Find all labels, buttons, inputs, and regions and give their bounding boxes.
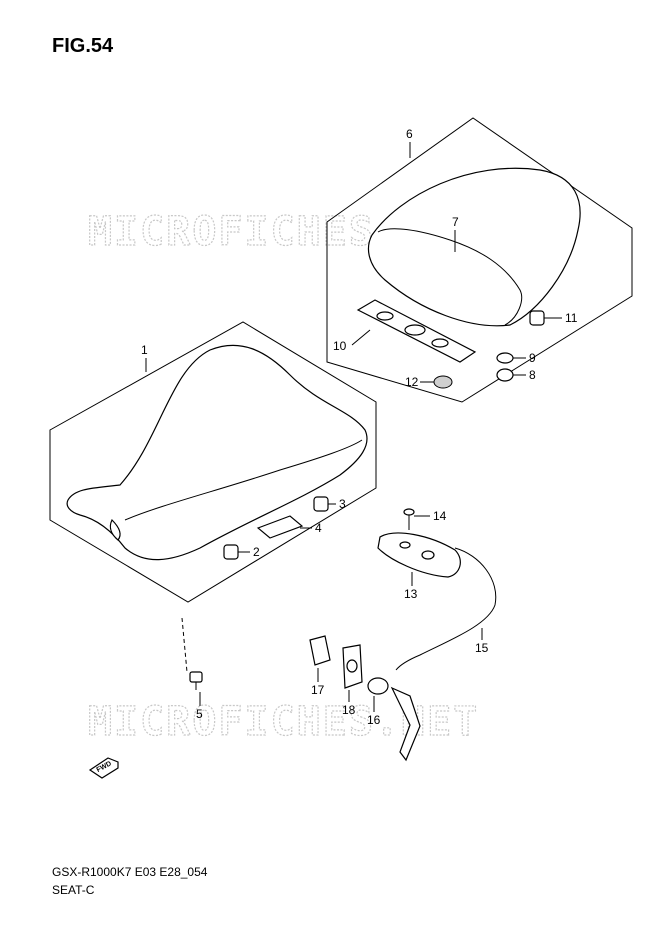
callout-16: 16 <box>367 713 381 727</box>
callout-17: 17 <box>311 683 325 697</box>
leader-10 <box>351 329 371 346</box>
callout-11: 11 <box>565 311 578 325</box>
part-15-cable <box>395 547 497 671</box>
bracket-hole-2 <box>404 324 426 336</box>
callout-12: 12 <box>405 375 419 389</box>
part-2-cushion <box>223 544 239 560</box>
callout-13: 13 <box>404 587 418 601</box>
rear-seat-seam <box>377 228 523 326</box>
callout-5: 5 <box>196 707 203 721</box>
callout-14: 14 <box>433 509 447 523</box>
leader-lines <box>145 142 562 712</box>
part-17-plate <box>309 635 331 666</box>
seat-lock-assembly <box>309 508 497 762</box>
part-16-lock <box>367 677 389 695</box>
callout-10: 10 <box>333 339 347 353</box>
part-12-nut <box>433 375 453 389</box>
watermark-bottom: MICROFICHES.NET <box>88 699 479 745</box>
part-14-screw <box>403 508 415 516</box>
callout-2: 2 <box>253 545 260 559</box>
callout-3: 3 <box>339 497 346 511</box>
bracket-hole-1 <box>376 311 394 321</box>
part-9-washer <box>496 352 514 364</box>
callout-4: 4 <box>315 521 322 535</box>
callout-7: 7 <box>452 215 459 229</box>
fwd-arrow: FWD <box>88 757 119 779</box>
front-seat-group <box>49 321 377 603</box>
callouts: 1 2 3 4 5 6 7 8 9 10 11 12 13 14 15 16 1… <box>141 127 578 727</box>
part-8-cushion <box>496 368 514 382</box>
rear-seat-cover <box>367 167 581 327</box>
part-3-cushion <box>313 496 329 512</box>
rear-seat-group <box>326 117 633 403</box>
footer-section: SEAT-C <box>52 883 95 897</box>
front-seat-hook <box>109 518 121 541</box>
callout-9: 9 <box>529 351 536 365</box>
rear-seat-group-outline <box>326 117 633 403</box>
footer-model: GSX-R1000K7 E03 E28_054 <box>52 865 208 879</box>
part-13-lock-bracket <box>377 532 461 578</box>
figure-title: FIG.54 <box>52 35 114 57</box>
callout-8: 8 <box>529 368 536 382</box>
bracket-hole-3 <box>431 338 449 348</box>
front-seat-seam <box>124 439 363 521</box>
part-4-bracket <box>256 515 304 539</box>
front-seat <box>66 344 368 561</box>
fwd-arrow-shape <box>88 757 119 779</box>
callout-18: 18 <box>342 703 356 717</box>
callout-15: 15 <box>475 641 489 655</box>
callout-6: 6 <box>406 127 413 141</box>
front-seat-group-outline <box>49 321 377 603</box>
part-11-cushion <box>529 310 545 326</box>
part-16-key <box>390 686 421 762</box>
part-5-bolt <box>181 617 203 690</box>
callout-1: 1 <box>141 343 148 357</box>
